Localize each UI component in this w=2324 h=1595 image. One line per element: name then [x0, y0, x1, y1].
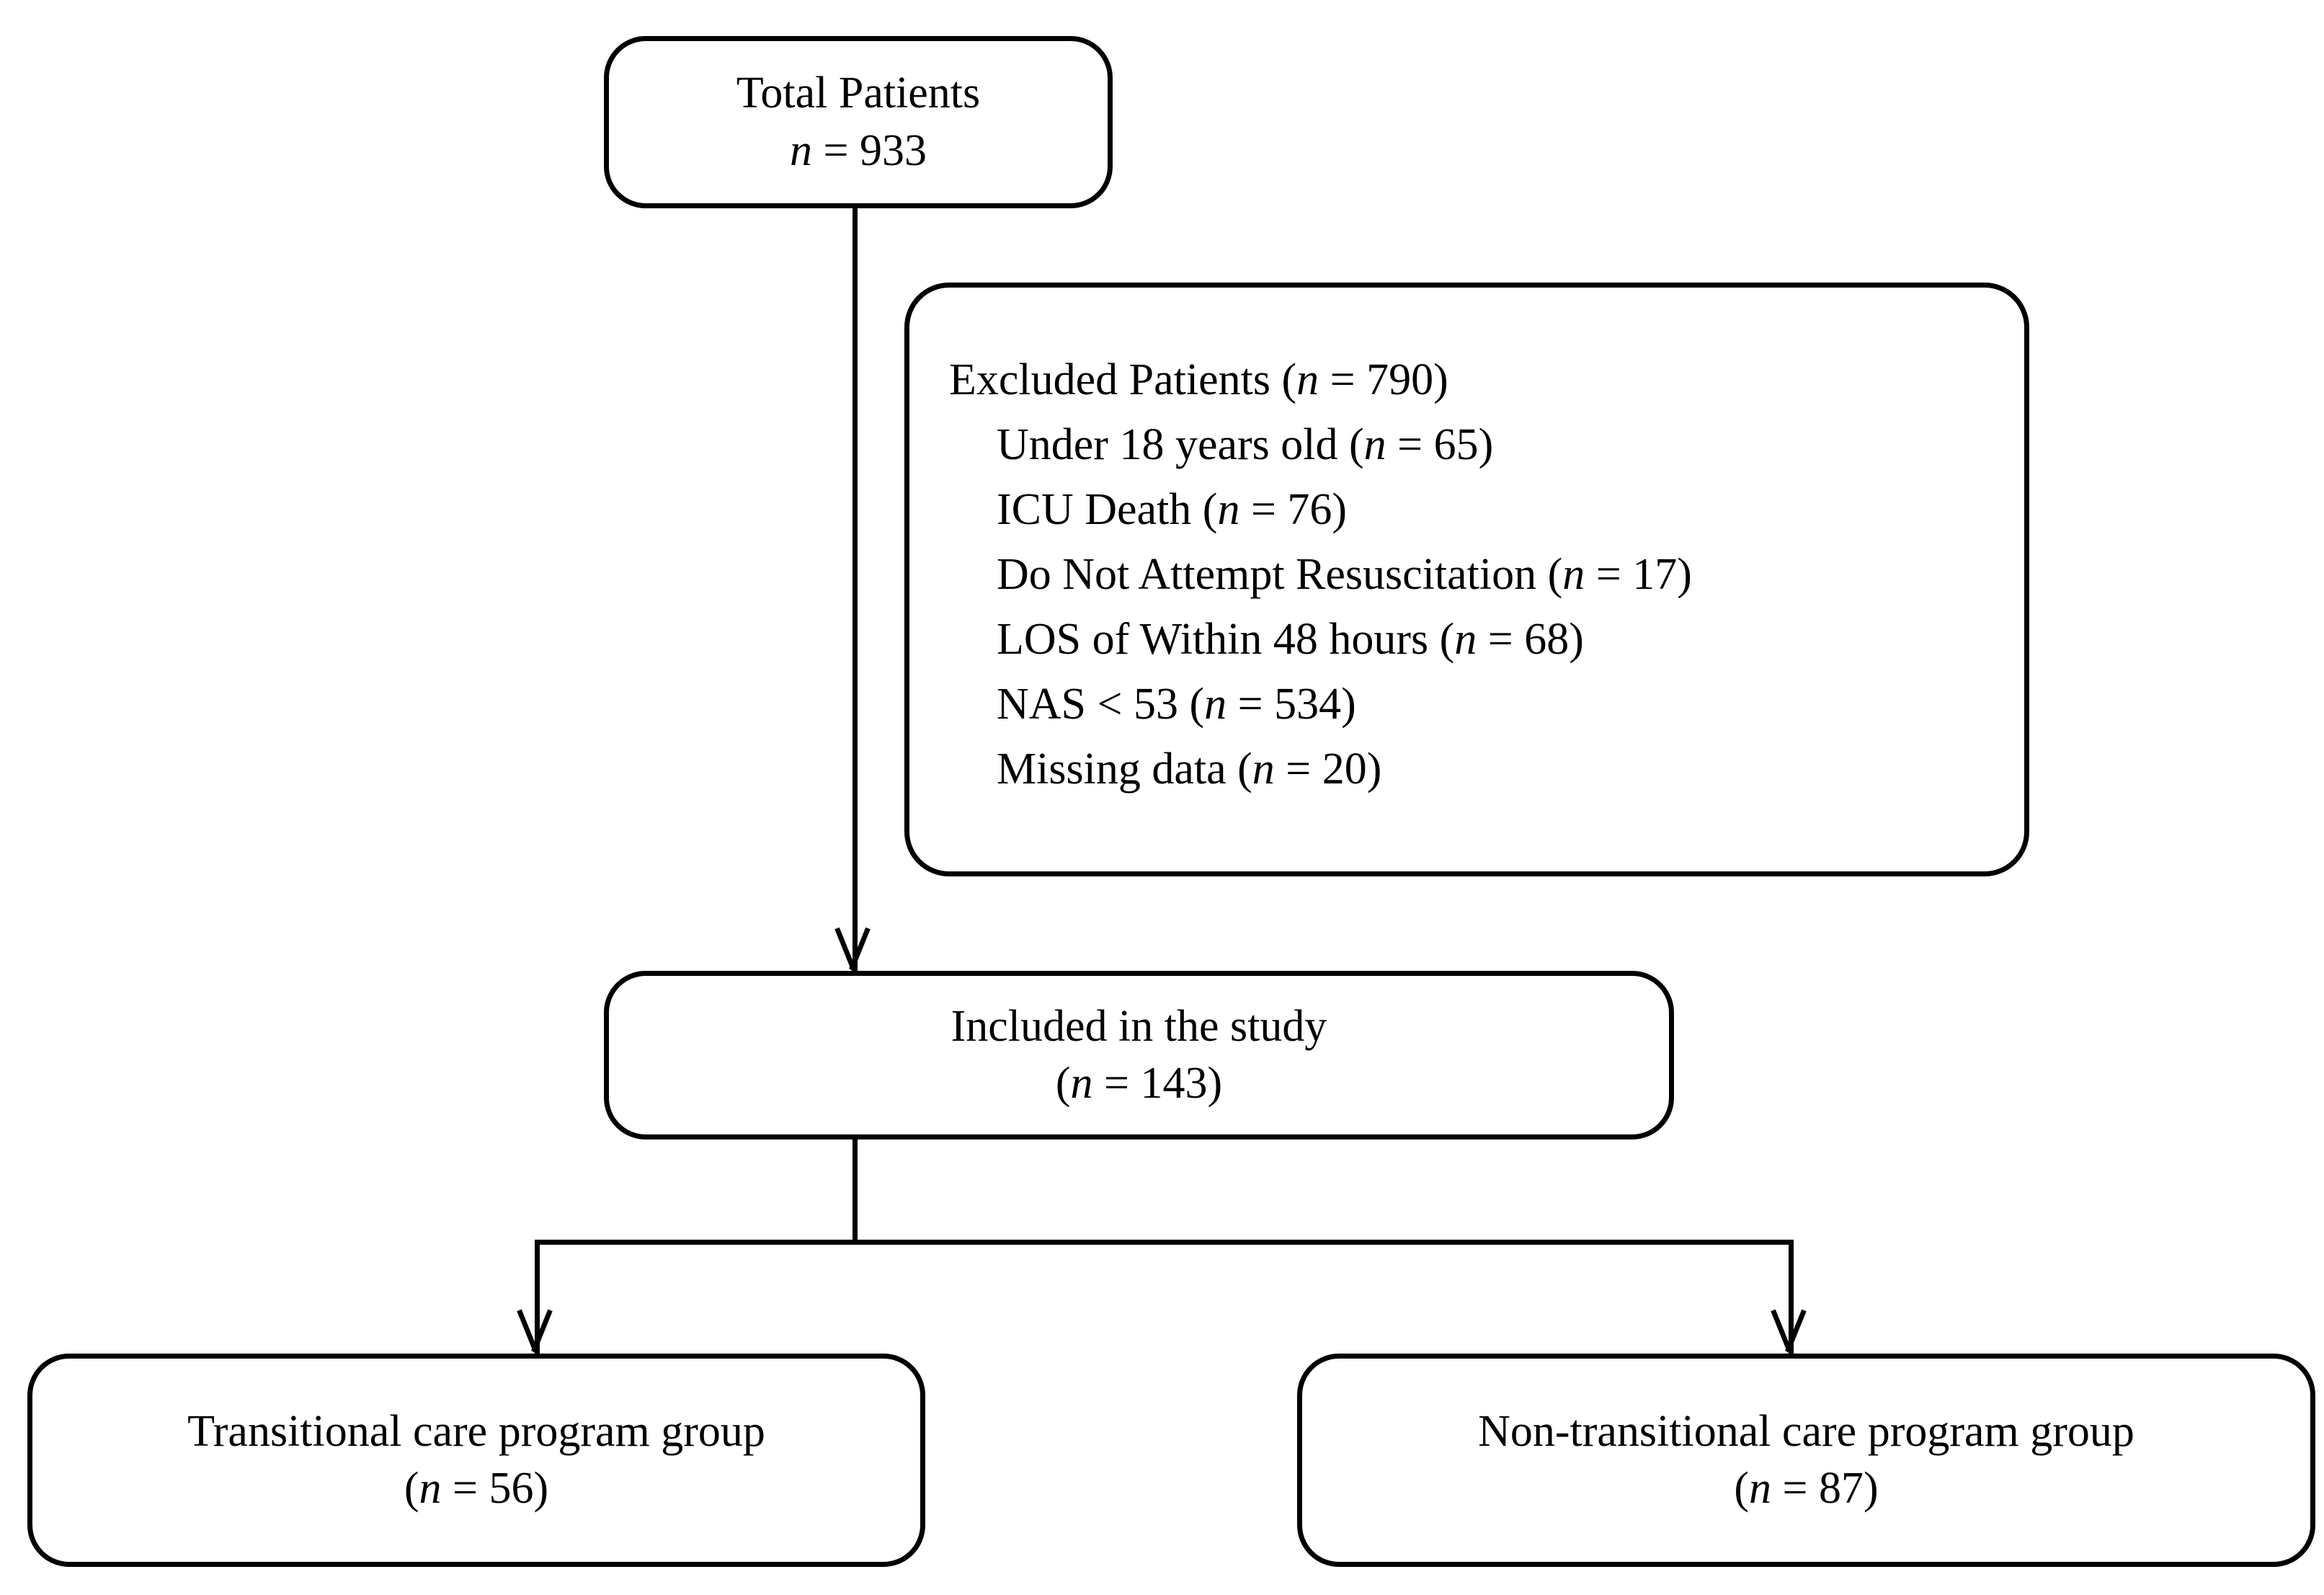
excluded-heading-value: = 790): [1319, 355, 1448, 404]
excluded-item-n-symbol: n: [1562, 550, 1585, 599]
excluded-item-n-symbol: n: [1204, 680, 1227, 729]
included-count: (n = 143): [1056, 1055, 1222, 1112]
excluded-heading-label: Excluded Patients (: [949, 355, 1297, 404]
excluded-item-n-symbol: n: [1252, 745, 1275, 794]
transitional-group-count: (n = 56): [404, 1460, 548, 1517]
connector-total-to-included: [852, 208, 858, 971]
non-transitional-group-title: Non-transitional care program group: [1478, 1406, 2134, 1456]
included-count-value: = 143): [1092, 1059, 1223, 1108]
total-patients-count: n = 933: [790, 123, 927, 179]
node-non-transitional-care-program-group: Non-transitional care program group (n =…: [1297, 1354, 2315, 1567]
non-transitional-count-value: = 87): [1771, 1464, 1879, 1513]
excluded-item-icu-death: ICU Death (n = 76): [949, 477, 1347, 542]
node-included-in-study: Included in the study (n = 143): [604, 971, 1674, 1139]
excluded-item-los-48h: LOS of Within 48 hours (n = 68): [949, 607, 1584, 672]
excluded-item-value: = 17): [1585, 550, 1692, 599]
included-title: Included in the study: [950, 1001, 1327, 1051]
node-transitional-care-program-group: Transitional care program group (n = 56): [27, 1354, 925, 1567]
excluded-list: Excluded Patients (n = 790) Under 18 yea…: [949, 357, 1692, 801]
transitional-count-open: (: [404, 1464, 419, 1513]
excluded-item-value: = 20): [1274, 745, 1382, 794]
node-excluded-patients: Excluded Patients (n = 790) Under 18 yea…: [904, 283, 2029, 876]
arrowhead-into-transitional-group-icon: [514, 1310, 556, 1352]
total-patients-n-symbol: n: [790, 125, 813, 175]
total-patients-title: Total Patients: [736, 68, 981, 118]
total-patients-number: 933: [859, 125, 927, 175]
arrowhead-into-non-transitional-group-icon: [1768, 1310, 1809, 1352]
excluded-heading: Excluded Patients (n = 790): [949, 357, 1448, 412]
excluded-item-dnar: Do Not Attempt Resuscitation (n = 17): [949, 542, 1692, 607]
arrowhead-into-included-icon: [832, 928, 873, 970]
excluded-heading-n-symbol: n: [1296, 355, 1319, 404]
excluded-item-n-symbol: n: [1363, 420, 1386, 469]
excluded-item-nas-lt-53: NAS < 53 (n = 534): [949, 672, 1356, 737]
excluded-item-value: = 534): [1226, 680, 1356, 729]
non-transitional-group-count: (n = 87): [1734, 1460, 1878, 1517]
excluded-item-n-symbol: n: [1217, 485, 1240, 534]
excluded-item-value: = 65): [1386, 420, 1494, 469]
included-count-open: (: [1055, 1059, 1071, 1108]
excluded-item-label: Under 18 years old (: [997, 420, 1364, 469]
total-patients-n-value: =: [812, 125, 860, 175]
connector-included-to-split: [852, 1139, 858, 1245]
excluded-item-label: Missing data (: [997, 745, 1252, 794]
non-transitional-n-symbol: n: [1749, 1464, 1772, 1513]
excluded-item-under-18: Under 18 years old (n = 65): [949, 412, 1493, 477]
excluded-item-label: NAS < 53 (: [997, 680, 1205, 729]
transitional-n-symbol: n: [419, 1464, 442, 1513]
included-n-symbol: n: [1070, 1059, 1093, 1108]
connector-branch-left: [535, 1240, 540, 1354]
excluded-item-label: LOS of Within 48 hours (: [997, 615, 1455, 664]
excluded-item-value: = 76): [1239, 485, 1348, 534]
connector-split-bar: [535, 1240, 1794, 1245]
excluded-item-label: ICU Death (: [997, 485, 1218, 534]
transitional-group-title: Transitional care program group: [187, 1406, 765, 1456]
node-total-patients: Total Patients n = 933: [604, 36, 1113, 208]
excluded-item-n-symbol: n: [1454, 615, 1477, 664]
transitional-count-value: = 56): [441, 1464, 549, 1513]
excluded-item-missing-data: Missing data (n = 20): [949, 737, 1381, 801]
excluded-item-label: Do Not Attempt Resuscitation (: [997, 550, 1563, 599]
non-transitional-count-open: (: [1734, 1464, 1750, 1513]
connector-branch-right: [1789, 1240, 1794, 1354]
excluded-item-value: = 68): [1477, 615, 1584, 664]
